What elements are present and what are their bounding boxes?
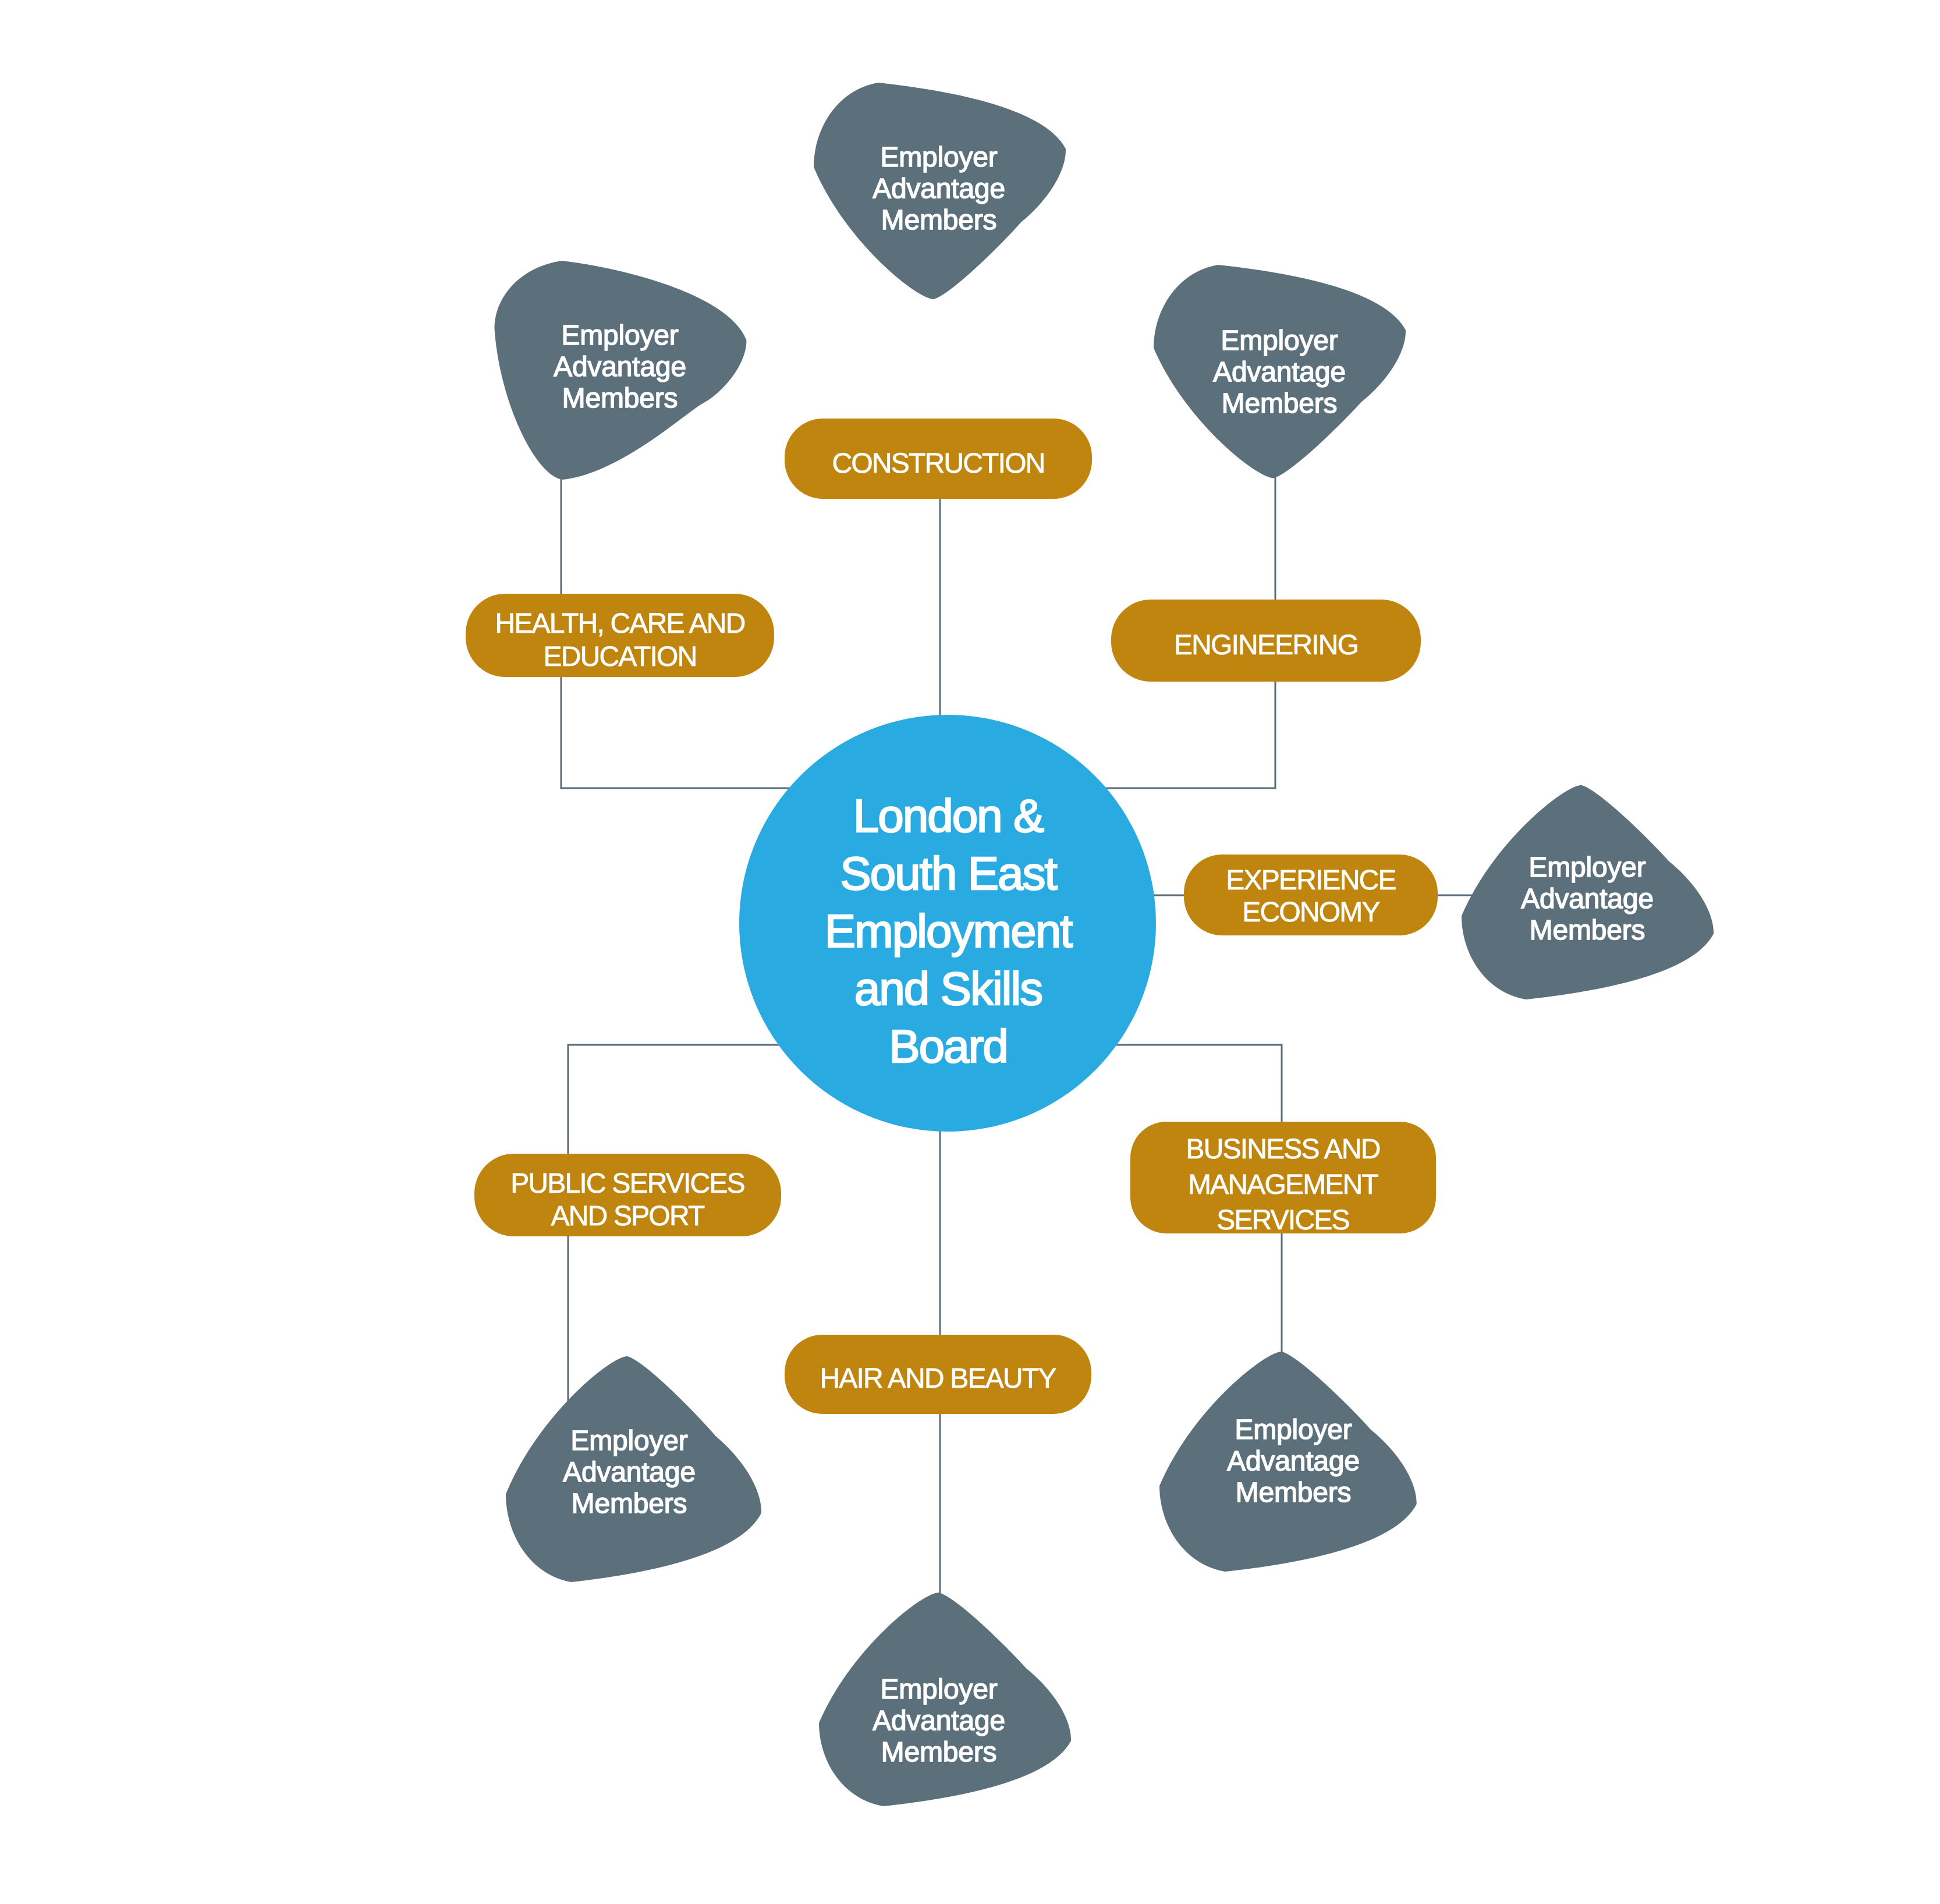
svg-text:HEALTH, CARE AND: HEALTH, CARE AND — [495, 608, 744, 639]
svg-text:ENGINEERING: ENGINEERING — [1174, 630, 1358, 661]
svg-text:HAIR AND BEAUTY: HAIR AND BEAUTY — [820, 1363, 1056, 1394]
svg-text:London &: London & — [853, 790, 1044, 842]
svg-text:Board: Board — [889, 1020, 1007, 1072]
svg-text:Employer: Employer — [1528, 852, 1645, 883]
svg-text:Employer: Employer — [880, 142, 997, 173]
svg-text:Members: Members — [881, 1737, 997, 1768]
svg-text:Advantage: Advantage — [1521, 884, 1654, 914]
svg-text:BUSINESS AND: BUSINESS AND — [1186, 1134, 1379, 1165]
svg-text:Members: Members — [562, 383, 678, 414]
svg-text:Employer: Employer — [570, 1426, 687, 1456]
svg-text:Advantage: Advantage — [563, 1457, 696, 1488]
svg-text:Members: Members — [881, 205, 997, 236]
svg-text:MANAGEMENT: MANAGEMENT — [1188, 1169, 1378, 1200]
svg-text:Advantage: Advantage — [1213, 357, 1346, 388]
svg-text:Advantage: Advantage — [554, 352, 686, 382]
svg-text:PUBLIC SERVICES: PUBLIC SERVICES — [510, 1168, 744, 1199]
svg-text:AND SPORT: AND SPORT — [551, 1201, 705, 1232]
svg-text:Advantage: Advantage — [873, 173, 1005, 204]
svg-text:Employer: Employer — [1221, 325, 1338, 356]
svg-text:Advantage: Advantage — [873, 1706, 1005, 1736]
svg-text:SERVICES: SERVICES — [1217, 1205, 1349, 1236]
svg-text:Employer: Employer — [1235, 1414, 1352, 1445]
svg-text:EDUCATION: EDUCATION — [544, 641, 697, 672]
svg-text:Advantage: Advantage — [1227, 1446, 1360, 1477]
svg-text:Employer: Employer — [561, 320, 678, 351]
svg-text:Members: Members — [1236, 1477, 1352, 1508]
svg-text:CONSTRUCTION: CONSTRUCTION — [832, 448, 1044, 479]
svg-text:Employer: Employer — [880, 1674, 997, 1705]
svg-text:South East: South East — [840, 848, 1057, 899]
svg-text:ECONOMY: ECONOMY — [1242, 897, 1379, 928]
svg-text:Members: Members — [572, 1488, 687, 1519]
svg-text:EXPERIENCE: EXPERIENCE — [1226, 865, 1395, 896]
svg-text:and Skills: and Skills — [854, 963, 1042, 1015]
svg-text:Employment: Employment — [825, 905, 1073, 957]
svg-text:Members: Members — [1222, 388, 1338, 419]
svg-text:Members: Members — [1530, 915, 1645, 946]
